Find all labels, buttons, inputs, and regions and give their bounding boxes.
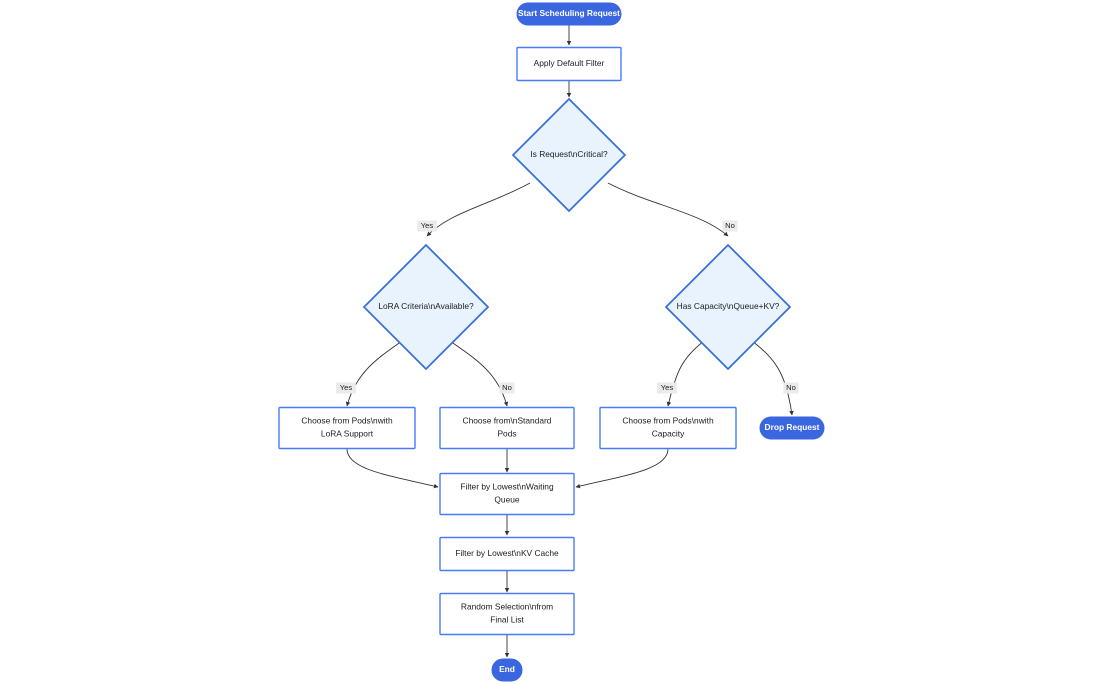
edge-is_request_critical-to-has_capacity — [607, 182, 729, 237]
edge-label-text: Yes — [421, 221, 434, 230]
node-shape-diamond — [511, 97, 627, 213]
node-start[interactable]: Start Scheduling Request — [516, 2, 622, 26]
edge-label-lora_criteria_available-yes: Yes — [336, 382, 356, 394]
edge-label-background — [657, 382, 677, 394]
edge-is_request_critical-to-lora_criteria_available — [426, 182, 531, 237]
node-shape-rect — [439, 592, 575, 636]
node-label-random_selection: Final List — [490, 615, 524, 625]
edge-label-has_capacity-no: No — [783, 382, 799, 394]
node-label-has_capacity: Has Capacity\nQueue+KV? — [677, 301, 780, 311]
node-label-start: Start Scheduling Request — [518, 8, 620, 18]
edge-choose_pods_lora-to-filter_waiting_queue — [346, 448, 439, 489]
node-shape-pill — [491, 658, 523, 682]
node-shape-rect — [278, 406, 416, 450]
node-is_request_critical[interactable]: Is Request\nCritical? — [511, 97, 627, 213]
node-filter_kv_cache[interactable]: Filter by Lowest\nKV Cache — [439, 536, 575, 572]
node-label-choose_pods_lora: Choose from Pods\nwith — [301, 416, 393, 426]
node-shape-pill — [516, 2, 622, 26]
node-end[interactable]: End — [491, 658, 523, 682]
node-shape-rect — [599, 406, 737, 450]
node-shape-rect — [439, 536, 575, 572]
node-label-choose_standard_pods: Pods — [497, 429, 516, 439]
node-shape-rect — [516, 46, 622, 82]
node-shape-rect — [439, 472, 575, 516]
node-label-drop_request: Drop Request — [765, 422, 820, 432]
edge-label-background — [417, 220, 437, 232]
edges-layer — [345, 25, 794, 658]
node-label-lora_criteria_available: LoRA Criteria\nAvailable? — [378, 301, 474, 311]
node-label-choose_standard_pods: Choose from\nStandard — [463, 416, 552, 426]
edge-label-is_request_critical-yes: Yes — [417, 220, 437, 232]
edge-label-background — [499, 382, 515, 394]
edge-has_capacity-to-choose_pods_capacity — [666, 340, 705, 407]
node-shape-rect — [439, 406, 575, 450]
node-label-choose_pods_capacity: Capacity — [652, 429, 685, 439]
edge-lora_criteria_available-to-choose_standard_pods — [449, 340, 509, 407]
node-shape-diamond — [664, 243, 792, 371]
node-has_capacity[interactable]: Has Capacity\nQueue+KV? — [664, 243, 792, 371]
edge-label-background — [336, 382, 356, 394]
node-shape-diamond — [362, 243, 490, 371]
node-label-choose_pods_capacity: Choose from Pods\nwith — [622, 416, 714, 426]
edge-label-is_request_critical-no: No — [722, 220, 738, 232]
edge-label-text: Yes — [661, 383, 674, 392]
node-label-filter_kv_cache: Filter by Lowest\nKV Cache — [455, 548, 559, 558]
edge-label-text: Yes — [340, 383, 353, 392]
node-label-end: End — [499, 664, 515, 674]
edge-label-background — [722, 220, 738, 232]
edge-label-text: No — [725, 221, 735, 230]
node-label-apply_default_filter: Apply Default Filter — [534, 58, 605, 68]
edge-lora_criteria_available-to-choose_pods_lora — [345, 340, 403, 407]
edge-label-lora_criteria_available-no: No — [499, 382, 515, 394]
node-label-is_request_critical: Is Request\nCritical? — [530, 149, 608, 159]
node-label-filter_waiting_queue: Queue — [494, 495, 519, 505]
node-label-choose_pods_lora: LoRA Support — [321, 429, 374, 439]
edge-has_capacity-to-drop_request — [751, 340, 794, 416]
edge-label-has_capacity-yes: Yes — [657, 382, 677, 394]
node-label-random_selection: Random Selection\nfrom — [461, 602, 553, 612]
node-lora_criteria_available[interactable]: LoRA Criteria\nAvailable? — [362, 243, 490, 371]
edge-label-text: No — [786, 383, 796, 392]
node-shape-pill — [759, 416, 825, 440]
node-label-filter_waiting_queue: Filter by Lowest\nWaiting — [460, 482, 554, 492]
edge-label-background — [783, 382, 799, 394]
node-apply_default_filter[interactable]: Apply Default Filter — [516, 46, 622, 82]
edge-label-text: No — [502, 383, 512, 392]
node-drop_request[interactable]: Drop Request — [759, 416, 825, 440]
edge-choose_pods_capacity-to-filter_waiting_queue — [575, 448, 669, 489]
